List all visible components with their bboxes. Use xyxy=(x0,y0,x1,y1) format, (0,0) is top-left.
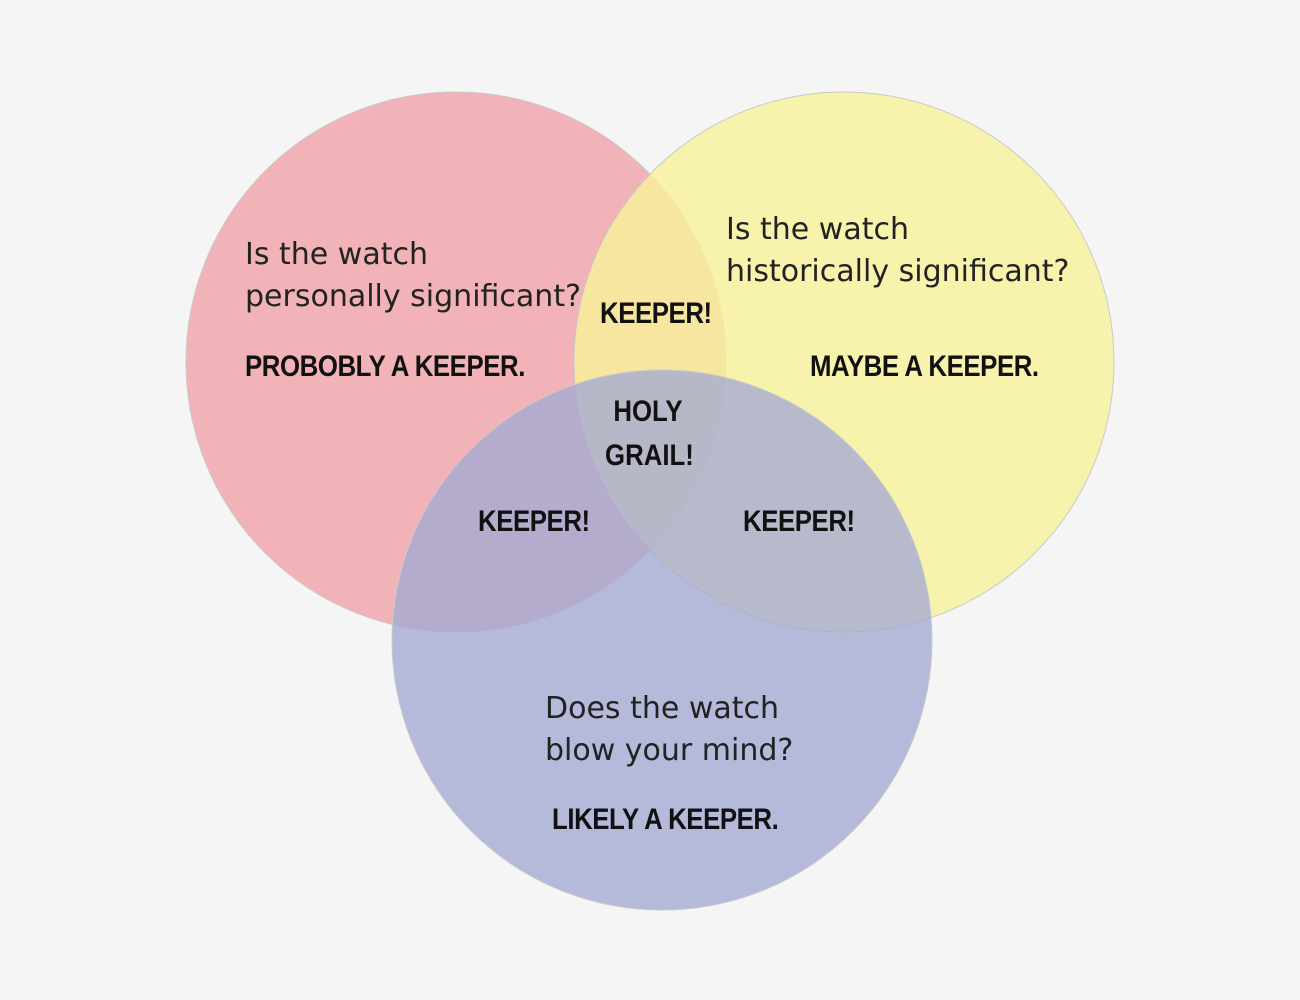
historical-verdict: MAYBE A KEEPER. xyxy=(810,350,1039,383)
historical-question-line1: Is the watch xyxy=(726,212,909,247)
circle-blows-your-mind xyxy=(391,369,933,911)
mind-verdict: LIKELY A KEEPER. xyxy=(552,803,779,836)
personal-question-line1: Is the watch xyxy=(245,237,428,272)
historical-question: Is the watch historically significant? xyxy=(726,209,1069,293)
center-line1: HOLY xyxy=(613,395,683,428)
personal-question-line2: personally significant? xyxy=(245,279,582,314)
mind-question: Does the watch blow your mind? xyxy=(545,688,793,772)
historical-question-line2: historically significant? xyxy=(726,254,1070,289)
overlap-red-blue-label: KEEPER! xyxy=(478,505,590,538)
personal-verdict: PROBOBLY A KEEPER. xyxy=(245,350,525,383)
personal-question: Is the watch personally significant? xyxy=(245,234,581,318)
center-line2: GRAIL! xyxy=(605,439,694,472)
mind-question-line1: Does the watch xyxy=(545,691,780,726)
overlap-red-yellow-label: KEEPER! xyxy=(600,297,712,330)
mind-question-line2: blow your mind? xyxy=(545,733,794,768)
center-holy-grail-label: HOLY GRAIL! xyxy=(605,390,694,478)
overlap-yellow-blue-label: KEEPER! xyxy=(743,505,855,538)
